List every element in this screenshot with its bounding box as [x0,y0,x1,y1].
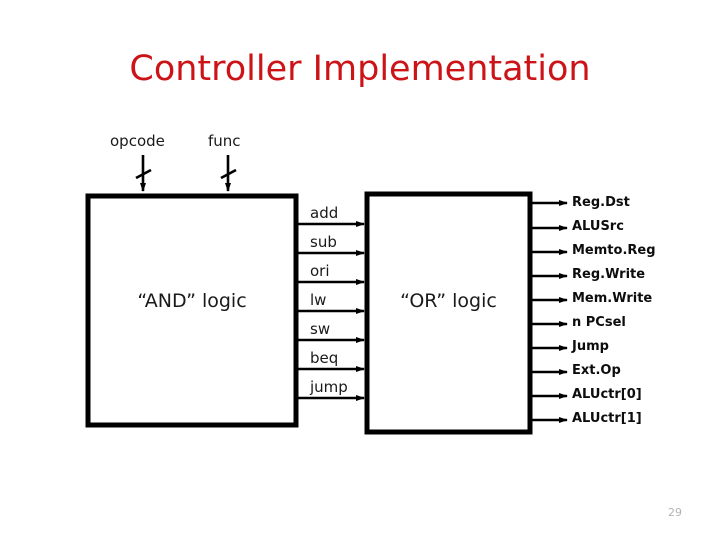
output-label-memwrite: Mem.Write [572,291,653,306]
output-label-extop: Ext.Op [572,363,621,378]
signal-label-jump: jump [310,378,348,396]
output-label-aluctr0: ALUctr[0] [572,387,642,402]
signal-label-ori: ori [310,262,330,280]
output-label-npcsel: n PCsel [572,315,626,330]
signal-label-sw: sw [310,320,331,338]
intermediate-signal-wires [296,221,365,401]
output-label-jump: Jump [572,339,609,354]
output-label-regwrite: Reg.Write [572,267,646,282]
signal-label-add: add [310,204,339,222]
page-number: 29 [668,506,682,519]
or-logic-block [364,191,533,435]
func-input-wire [220,155,237,192]
and-logic-block-title: “AND” logic [137,290,247,312]
input-label-func: func [208,132,241,150]
output-label-memtoreg: Memto.Reg [572,243,656,258]
opcode-input-wire [135,155,152,192]
and-logic-block [85,193,299,428]
signal-label-lw: lw [310,291,327,309]
output-signal-wires [530,200,568,423]
output-label-alusrc: ALUSrc [572,219,624,234]
output-label-regdst: Reg.Dst [572,195,630,210]
signal-label-sub: sub [310,233,337,251]
page-title: Controller Implementation [129,49,591,89]
output-label-aluctr1: ALUctr[1] [572,411,642,426]
input-label-opcode: opcode [110,132,165,150]
signal-label-beq: beq [310,349,339,367]
or-logic-block-title: “OR” logic [400,290,497,312]
